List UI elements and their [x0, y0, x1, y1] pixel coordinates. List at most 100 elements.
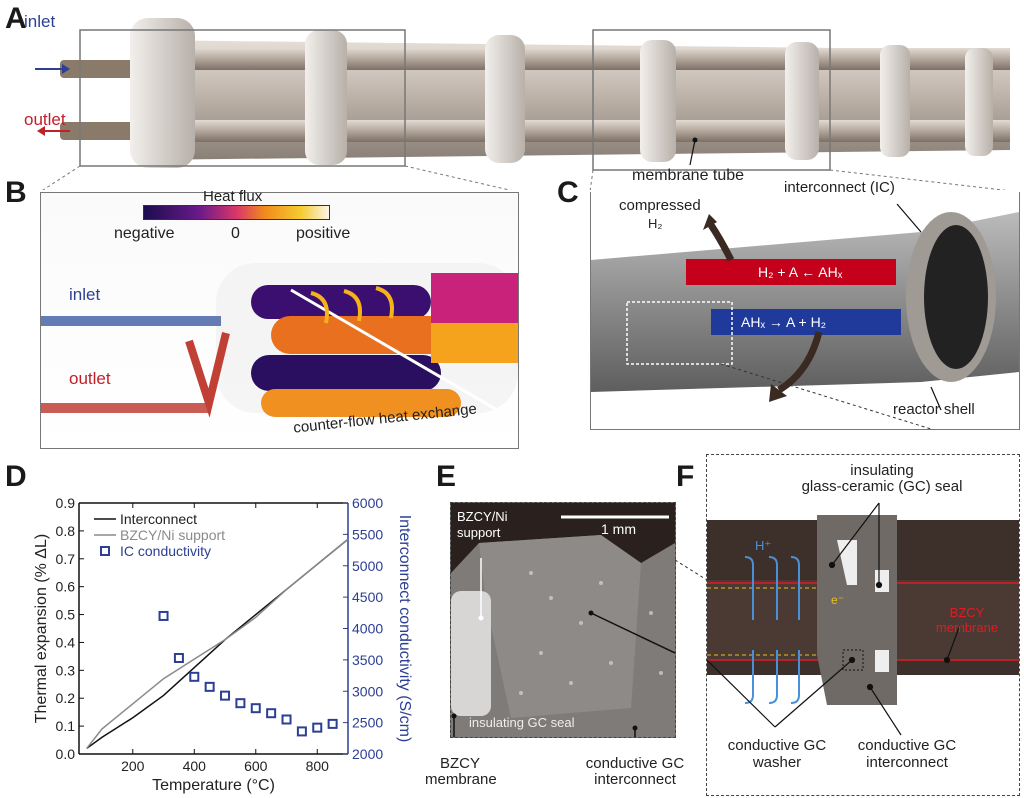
bzcy-membrane-label: BZCY membrane: [425, 755, 497, 788]
colorbar-positive-label: positive: [296, 225, 351, 242]
interconnect-label: interconnect (IC): [784, 179, 895, 196]
heat-flux-panel: Heat flux negative 0 positive inlet outl…: [40, 188, 519, 449]
y2-tick-label: 4000: [352, 621, 383, 637]
inlet-arrow-icon: [62, 64, 70, 74]
y2-tick-label: 2000: [352, 746, 383, 762]
y-tick-label: 0.6: [56, 579, 76, 595]
reaction-top-label: H₂ + A ← AHₓ: [758, 264, 843, 280]
ic-conductivity-point: [266, 708, 277, 719]
callout-box-b: [79, 29, 406, 167]
heat-flux-simulation: [41, 263, 518, 420]
ic-conductivity-point: [173, 652, 184, 663]
conductive-ic-label: conductive GC interconnect: [585, 755, 685, 788]
bzcy-label-2: membrane: [935, 620, 999, 635]
y-axis-title: Thermal expansion (% ΔL): [33, 534, 50, 723]
ic-conductivity-point: [189, 671, 200, 682]
reactor-assembly-illustration: [35, 18, 1010, 190]
y-tick-label: 0.7: [56, 551, 76, 567]
ic-conductivity-point: [312, 722, 323, 733]
sem-micrograph: 1 mm BZCY/Ni support insulating GC seal: [450, 502, 676, 738]
heat-transfer-arrow-icons: [310, 286, 394, 324]
x-tick-label: 800: [306, 758, 330, 774]
thermal-expansion-chart: 0.0 0.1 0.2 0.3 0.4 0.5 0.6 0.7 0.8 0.9 2000 2500 30…: [33, 495, 413, 794]
proton-label: H⁺: [755, 538, 772, 553]
y2-tick-label: 3000: [352, 683, 383, 699]
seal-cross-section-panel: insulating glass-ceramic (GC) seal H⁺ e⁻…: [706, 454, 1020, 796]
b-outlet-label: outlet: [69, 369, 111, 388]
y2-tick-label: 5500: [352, 526, 383, 542]
ic-conductivity-point: [281, 714, 292, 725]
panel-label-f: F: [676, 460, 695, 493]
e-to-f-connector-line: [675, 560, 708, 581]
proton-flow-arrow-icons: [744, 556, 800, 704]
x-tick-label: 600: [244, 758, 268, 774]
y-tick-label: 0.9: [56, 495, 76, 511]
ic-conductivity-point: [250, 703, 261, 714]
y2-axis-title: Interconnect conductivity (S/cm): [396, 515, 413, 743]
y-tick-label: 0.2: [56, 690, 76, 706]
y2-tick-label: 2500: [352, 715, 383, 731]
washer-label-2: washer: [752, 754, 802, 771]
y2-tick-label: 5000: [352, 558, 383, 574]
y-tick-label: 0.3: [56, 662, 76, 678]
heat-flux-colorbar: [143, 205, 330, 220]
dehydrogenation-channel: [686, 259, 896, 285]
y-tick-label: 0.5: [56, 607, 76, 623]
ic-conductivity-point: [220, 690, 231, 701]
support-label: BZCY/Ni support: [457, 509, 508, 540]
legend-label: BZCY/Ni support: [120, 527, 225, 543]
ic-conductivity-point: [204, 681, 215, 692]
ic-conductivity-point: [296, 726, 307, 737]
membrane-tube-label: membrane tube: [632, 167, 745, 184]
y-tick-label: 0.8: [56, 523, 76, 539]
bzcy-label-1: BZCY: [949, 605, 985, 620]
ic-conductivity-point: [158, 610, 169, 621]
x-tick-label: 200: [121, 758, 145, 774]
outlet-arrow-icon: [37, 126, 45, 136]
panel-label-a: A: [5, 2, 27, 35]
interconnect-rings: [130, 18, 993, 168]
washer-label-1: conductive GC: [727, 737, 827, 754]
y-tick-label: 0.0: [56, 746, 76, 762]
x-axis-title: Temperature (°C): [152, 777, 275, 794]
colorbar-negative-label: negative: [114, 225, 175, 242]
reactor-shell-label: reactor shell: [893, 401, 975, 418]
legend-label: Interconnect: [120, 511, 197, 527]
h2-in-arrow-icon: [769, 384, 787, 402]
panel-label-d: D: [5, 460, 27, 493]
x-tick-label: 400: [183, 758, 207, 774]
ic-conductivity-point: [327, 718, 338, 729]
insulating-seal-label-1: insulating: [850, 462, 914, 479]
y2-tick-label: 4500: [352, 589, 383, 605]
hydrogenation-channel: [711, 309, 901, 335]
reactor-cutaway-panel: compressed H₂ interconnect (IC) H₂ + A ←…: [590, 180, 1020, 430]
reactor-cutaway-illustration: [591, 203, 1019, 429]
outlet-label: outlet: [24, 110, 66, 129]
electron-label: e⁻: [831, 593, 845, 607]
inlet-flow: [41, 316, 221, 326]
y2-tick-label: 3500: [352, 652, 383, 668]
ic-label-2: interconnect: [866, 754, 948, 771]
ic-conductivity-point: [235, 698, 246, 709]
scale-bar-label: 1 mm: [601, 521, 636, 537]
panel-label-c: C: [557, 176, 579, 209]
ic-label-1: conductive GC: [857, 737, 957, 754]
y-tick-label: 0.4: [56, 634, 76, 650]
inlet-pipe: [60, 60, 150, 78]
membrane-tubes: [140, 40, 1010, 160]
bzcy-ni-support-region: [451, 591, 491, 716]
panel-label-e: E: [436, 460, 457, 493]
seal-cross-section-illustration: [707, 502, 1019, 736]
h2-out-arrow-icon: [703, 214, 717, 230]
heat-flux-title: Heat flux: [203, 188, 263, 205]
legend-label: IC conductivity: [120, 543, 211, 559]
legend-marker: [100, 546, 110, 556]
callout-box-c: [592, 29, 831, 171]
compressed-label: compressed: [619, 197, 701, 214]
outlet-flow: [41, 403, 211, 413]
reaction-bottom-label: AHₓ → A + H₂: [741, 314, 827, 330]
h2-label: H₂: [648, 216, 663, 231]
y-tick-label: 0.1: [56, 718, 76, 734]
insulating-seal-label-2: glass-ceramic (GC) seal: [801, 478, 963, 495]
y2-tick-label: 6000: [352, 495, 383, 511]
